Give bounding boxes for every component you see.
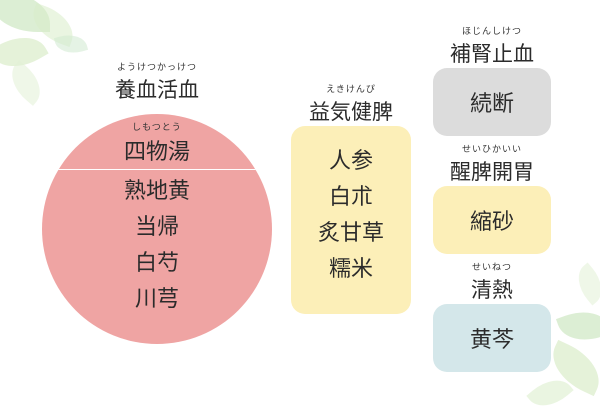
group2-heading: 益気健脾 (309, 100, 393, 124)
group1-divider (42, 169, 272, 170)
group1-item-list: 熟地黄 当帰 白芍 川芎 (42, 174, 272, 318)
list-item: 炙甘草 (317, 221, 384, 246)
list-item: 白朮 (328, 185, 373, 210)
group3-box: 続断 (433, 68, 551, 136)
list-item: 熟地黄 (123, 179, 190, 204)
list-item: 当帰 (134, 215, 179, 240)
group2-box: 人参 白朮 炙甘草 糯米 (291, 126, 411, 314)
group3-heading: 補腎止血 (450, 42, 534, 66)
list-item: 縮砂 (469, 210, 514, 235)
list-item: 続断 (469, 92, 514, 117)
group4-heading-ruby: せいひかいい (461, 145, 522, 155)
list-item: 糯米 (328, 257, 373, 282)
list-item: 人参 (328, 149, 373, 174)
group4-heading: 醒脾開胃 (450, 160, 534, 184)
group5-heading-ruby: せいねつ (471, 263, 512, 273)
group4-box: 縮砂 (433, 186, 551, 254)
group2-heading-ruby: えきけんぴ (326, 85, 376, 95)
group1-sub-title: 四物湯 (123, 140, 190, 165)
list-item: 白芍 (134, 251, 179, 276)
group1-heading: 養血活血 (115, 78, 199, 102)
group5-box: 黄芩 (433, 304, 551, 372)
group3-heading-ruby: ほじんしけつ (461, 27, 522, 37)
group5-heading: 清熱 (471, 278, 513, 302)
group2-item-list: 人参 白朮 炙甘草 糯米 (291, 144, 411, 288)
list-item: 黄芩 (469, 328, 514, 353)
list-item: 川芎 (134, 287, 179, 312)
group1-sub-ruby: しもつとう (132, 123, 182, 133)
group1-circle: しもつとう 四物湯 熟地黄 当帰 白芍 川芎 (42, 114, 272, 344)
group1-heading-ruby: ようけつかっけつ (116, 63, 197, 73)
